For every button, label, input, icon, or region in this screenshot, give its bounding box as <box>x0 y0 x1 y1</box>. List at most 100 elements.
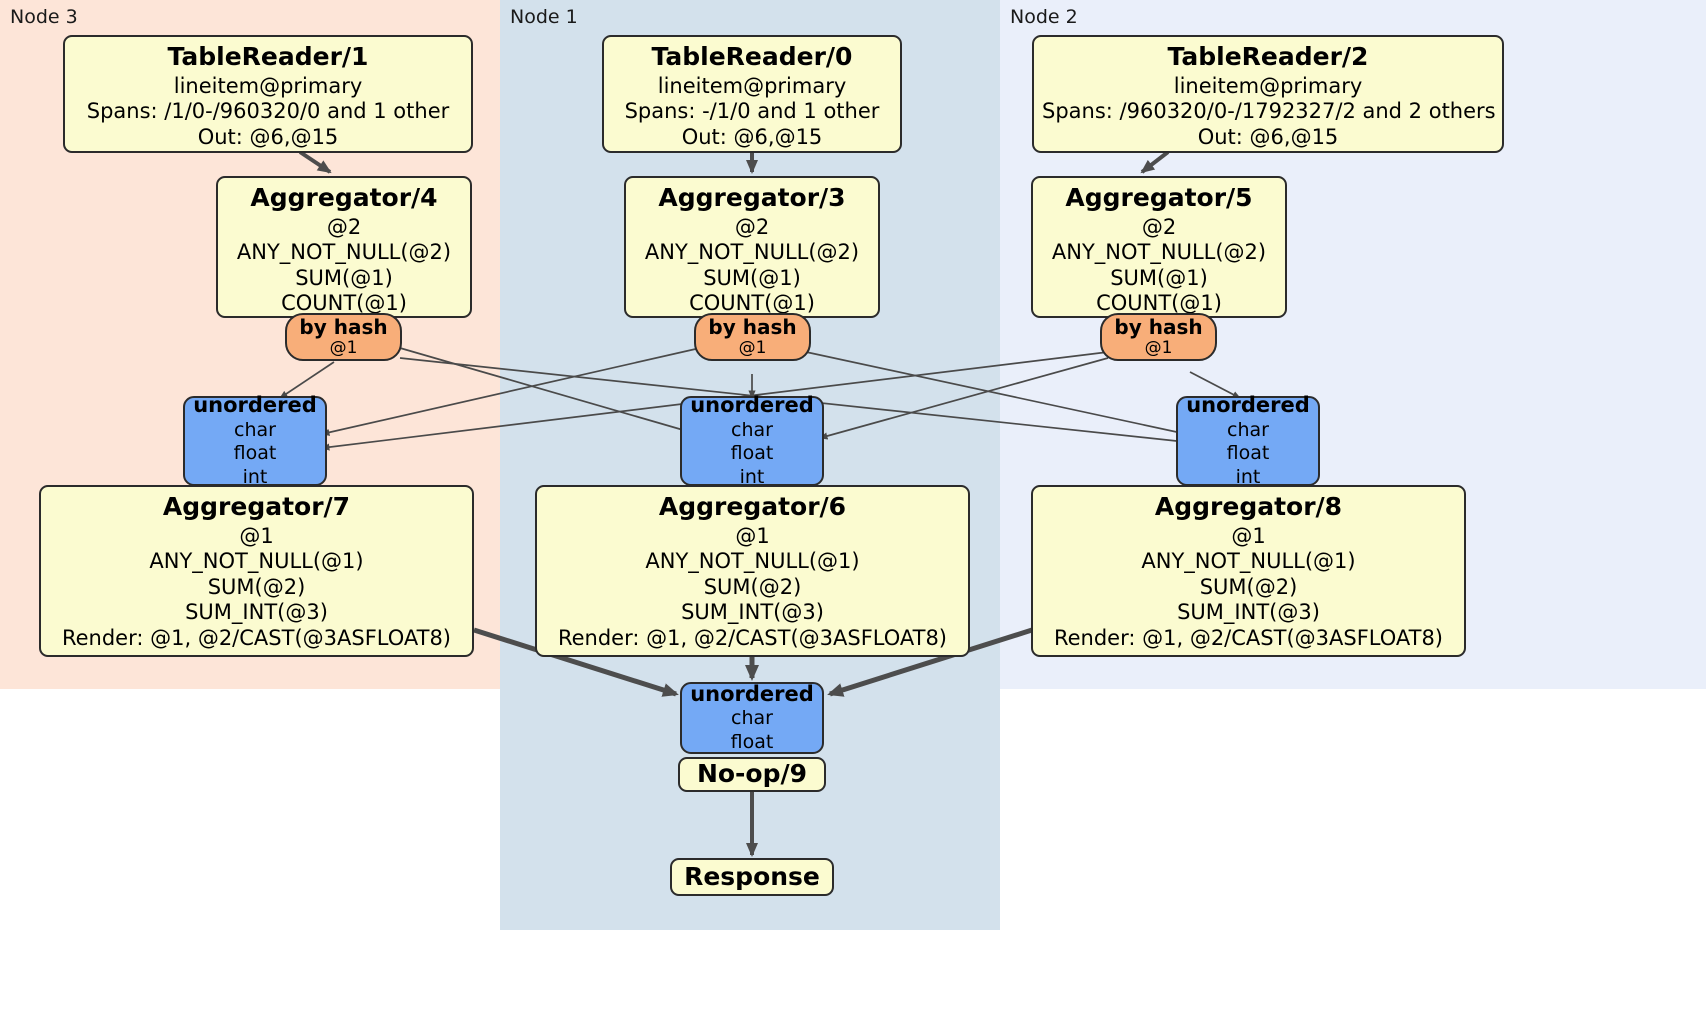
receiver-type-2: float <box>730 442 774 465</box>
processor-spans: Spans: -/1/0 and 1 other <box>624 99 880 124</box>
processor-noop-9[interactable]: No-op/9 <box>678 757 826 792</box>
processor-response[interactable]: Response <box>670 858 834 896</box>
receiver-type-1: char <box>731 707 773 730</box>
processor-out: Out: @6,@15 <box>1197 124 1339 149</box>
processor-agg-2: SUM(@2) <box>703 574 802 599</box>
processor-agg-2: SUM(@1) <box>295 265 393 290</box>
processor-title: Aggregator/5 <box>1065 183 1253 212</box>
processor-aggregator-8[interactable]: Aggregator/8 @1 ANY_NOT_NULL(@1) SUM(@2)… <box>1031 485 1466 657</box>
processor-agg-1: ANY_NOT_NULL(@2) <box>1051 240 1267 265</box>
router-column: @1 <box>329 337 358 358</box>
processor-title: Aggregator/8 <box>1154 492 1343 521</box>
edge-router1-recv3 <box>321 347 701 436</box>
processor-group: @1 <box>1231 523 1266 548</box>
processor-table: lineitem@primary <box>1173 73 1363 98</box>
processor-agg-1: ANY_NOT_NULL(@2) <box>644 240 860 265</box>
receiver-unordered-final[interactable]: unordered char float <box>680 682 824 754</box>
processor-title: No-op/9 <box>696 759 808 789</box>
processor-tablereader-2[interactable]: TableReader/2 lineitem@primary Spans: /9… <box>1032 35 1504 153</box>
edge-router1-recv2 <box>805 351 1187 436</box>
processor-out: Out: @6,@15 <box>681 124 823 149</box>
receiver-unordered-node1[interactable]: unordered char float int <box>680 393 824 488</box>
router-by-hash-node1[interactable]: by hash @1 <box>694 313 811 361</box>
receiver-title: unordered <box>690 682 814 707</box>
processor-agg-3: COUNT(@1) <box>689 291 815 316</box>
processor-title: Response <box>684 861 820 891</box>
processor-aggregator-3[interactable]: Aggregator/3 @2 ANY_NOT_NULL(@2) SUM(@1)… <box>624 176 880 318</box>
processor-agg-3: COUNT(@1) <box>281 291 407 316</box>
processor-group: @1 <box>735 523 770 548</box>
processor-aggregator-5[interactable]: Aggregator/5 @2 ANY_NOT_NULL(@2) SUM(@1)… <box>1031 176 1287 318</box>
processor-agg-3: COUNT(@1) <box>1096 291 1222 316</box>
receiver-type-3: int <box>242 466 268 488</box>
router-title: by hash <box>708 314 797 339</box>
processor-agg-3: SUM_INT(@3) <box>185 600 328 625</box>
processor-render: Render: @1, @2/CAST(@3ASFLOAT8) <box>1053 625 1444 650</box>
processor-aggregator-7[interactable]: Aggregator/7 @1 ANY_NOT_NULL(@1) SUM(@2)… <box>39 485 474 657</box>
processor-title: Aggregator/6 <box>658 492 847 521</box>
processor-title: Aggregator/7 <box>162 492 351 521</box>
router-title: by hash <box>1114 314 1203 339</box>
processor-group: @2 <box>1141 214 1177 239</box>
processor-title: TableReader/2 <box>1167 42 1369 71</box>
processor-agg-1: ANY_NOT_NULL(@1) <box>1141 549 1356 574</box>
receiver-type-1: char <box>731 418 773 441</box>
processor-agg-3: SUM_INT(@3) <box>681 600 824 625</box>
processor-aggregator-6[interactable]: Aggregator/6 @1 ANY_NOT_NULL(@1) SUM(@2)… <box>535 485 970 657</box>
edge-tr1-agg4 <box>298 150 332 174</box>
processor-title: TableReader/0 <box>651 42 853 71</box>
node-panel-label-node3: Node 3 <box>10 6 78 28</box>
receiver-type-1: char <box>1227 418 1269 441</box>
edge-router3-recv3 <box>279 361 335 399</box>
processor-render: Render: @1, @2/CAST(@3ASFLOAT8) <box>61 625 452 650</box>
processor-agg-3: SUM_INT(@3) <box>1177 600 1320 625</box>
processor-agg-2: SUM(@2) <box>1199 574 1298 599</box>
processor-agg-1: ANY_NOT_NULL(@2) <box>236 240 452 265</box>
processor-agg-2: SUM(@1) <box>703 265 801 290</box>
processor-table: lineitem@primary <box>173 73 363 98</box>
processor-title: TableReader/1 <box>167 42 369 71</box>
processor-title: Aggregator/3 <box>658 183 846 212</box>
edge-tr2-agg5 <box>1140 150 1170 174</box>
processor-title: Aggregator/4 <box>250 183 438 212</box>
processor-out: Out: @6,@15 <box>197 124 339 149</box>
receiver-type-2: float <box>730 731 774 754</box>
receiver-type-3: int <box>1235 466 1261 488</box>
edge-router2-recv2 <box>1189 371 1241 399</box>
processor-agg-1: ANY_NOT_NULL(@1) <box>645 549 860 574</box>
edge-agg8-final <box>827 627 1033 697</box>
processor-render: Render: @1, @2/CAST(@3ASFLOAT8) <box>557 625 948 650</box>
processor-tablereader-1[interactable]: TableReader/1 lineitem@primary Spans: /1… <box>63 35 473 153</box>
router-column: @1 <box>1144 337 1173 358</box>
router-column: @1 <box>738 337 767 358</box>
edge-agg7-final <box>473 627 679 697</box>
processor-agg-2: SUM(@2) <box>207 574 306 599</box>
receiver-type-3: int <box>739 466 765 488</box>
node-panel-label-node2: Node 2 <box>1010 6 1078 28</box>
receiver-unordered-node2[interactable]: unordered char float int <box>1176 393 1320 488</box>
router-by-hash-node3[interactable]: by hash @1 <box>285 313 402 361</box>
processor-aggregator-4[interactable]: Aggregator/4 @2 ANY_NOT_NULL(@2) SUM(@1)… <box>216 176 472 318</box>
processor-table: lineitem@primary <box>657 73 847 98</box>
receiver-title: unordered <box>690 393 814 418</box>
processor-spans: Spans: /960320/0-/1792327/2 and 2 others <box>1042 99 1496 124</box>
receiver-unordered-node3[interactable]: unordered char float int <box>183 393 327 488</box>
processor-group: @2 <box>326 214 362 239</box>
processor-tablereader-0[interactable]: TableReader/0 lineitem@primary Spans: -/… <box>602 35 902 153</box>
processor-group: @2 <box>734 214 770 239</box>
processor-spans: Spans: /1/0-/960320/0 and 1 other <box>86 99 450 124</box>
receiver-type-2: float <box>1226 442 1270 465</box>
receiver-title: unordered <box>193 393 317 418</box>
receiver-title: unordered <box>1186 393 1310 418</box>
router-title: by hash <box>299 314 388 339</box>
processor-agg-1: ANY_NOT_NULL(@1) <box>149 549 364 574</box>
node-panel-label-node1: Node 1 <box>510 6 578 28</box>
receiver-type-1: char <box>234 418 276 441</box>
processor-agg-2: SUM(@1) <box>1110 265 1208 290</box>
edge-router3-recv1 <box>399 347 691 434</box>
receiver-type-2: float <box>233 442 277 465</box>
router-by-hash-node2[interactable]: by hash @1 <box>1100 313 1217 361</box>
edge-router2-recv1 <box>819 357 1109 440</box>
